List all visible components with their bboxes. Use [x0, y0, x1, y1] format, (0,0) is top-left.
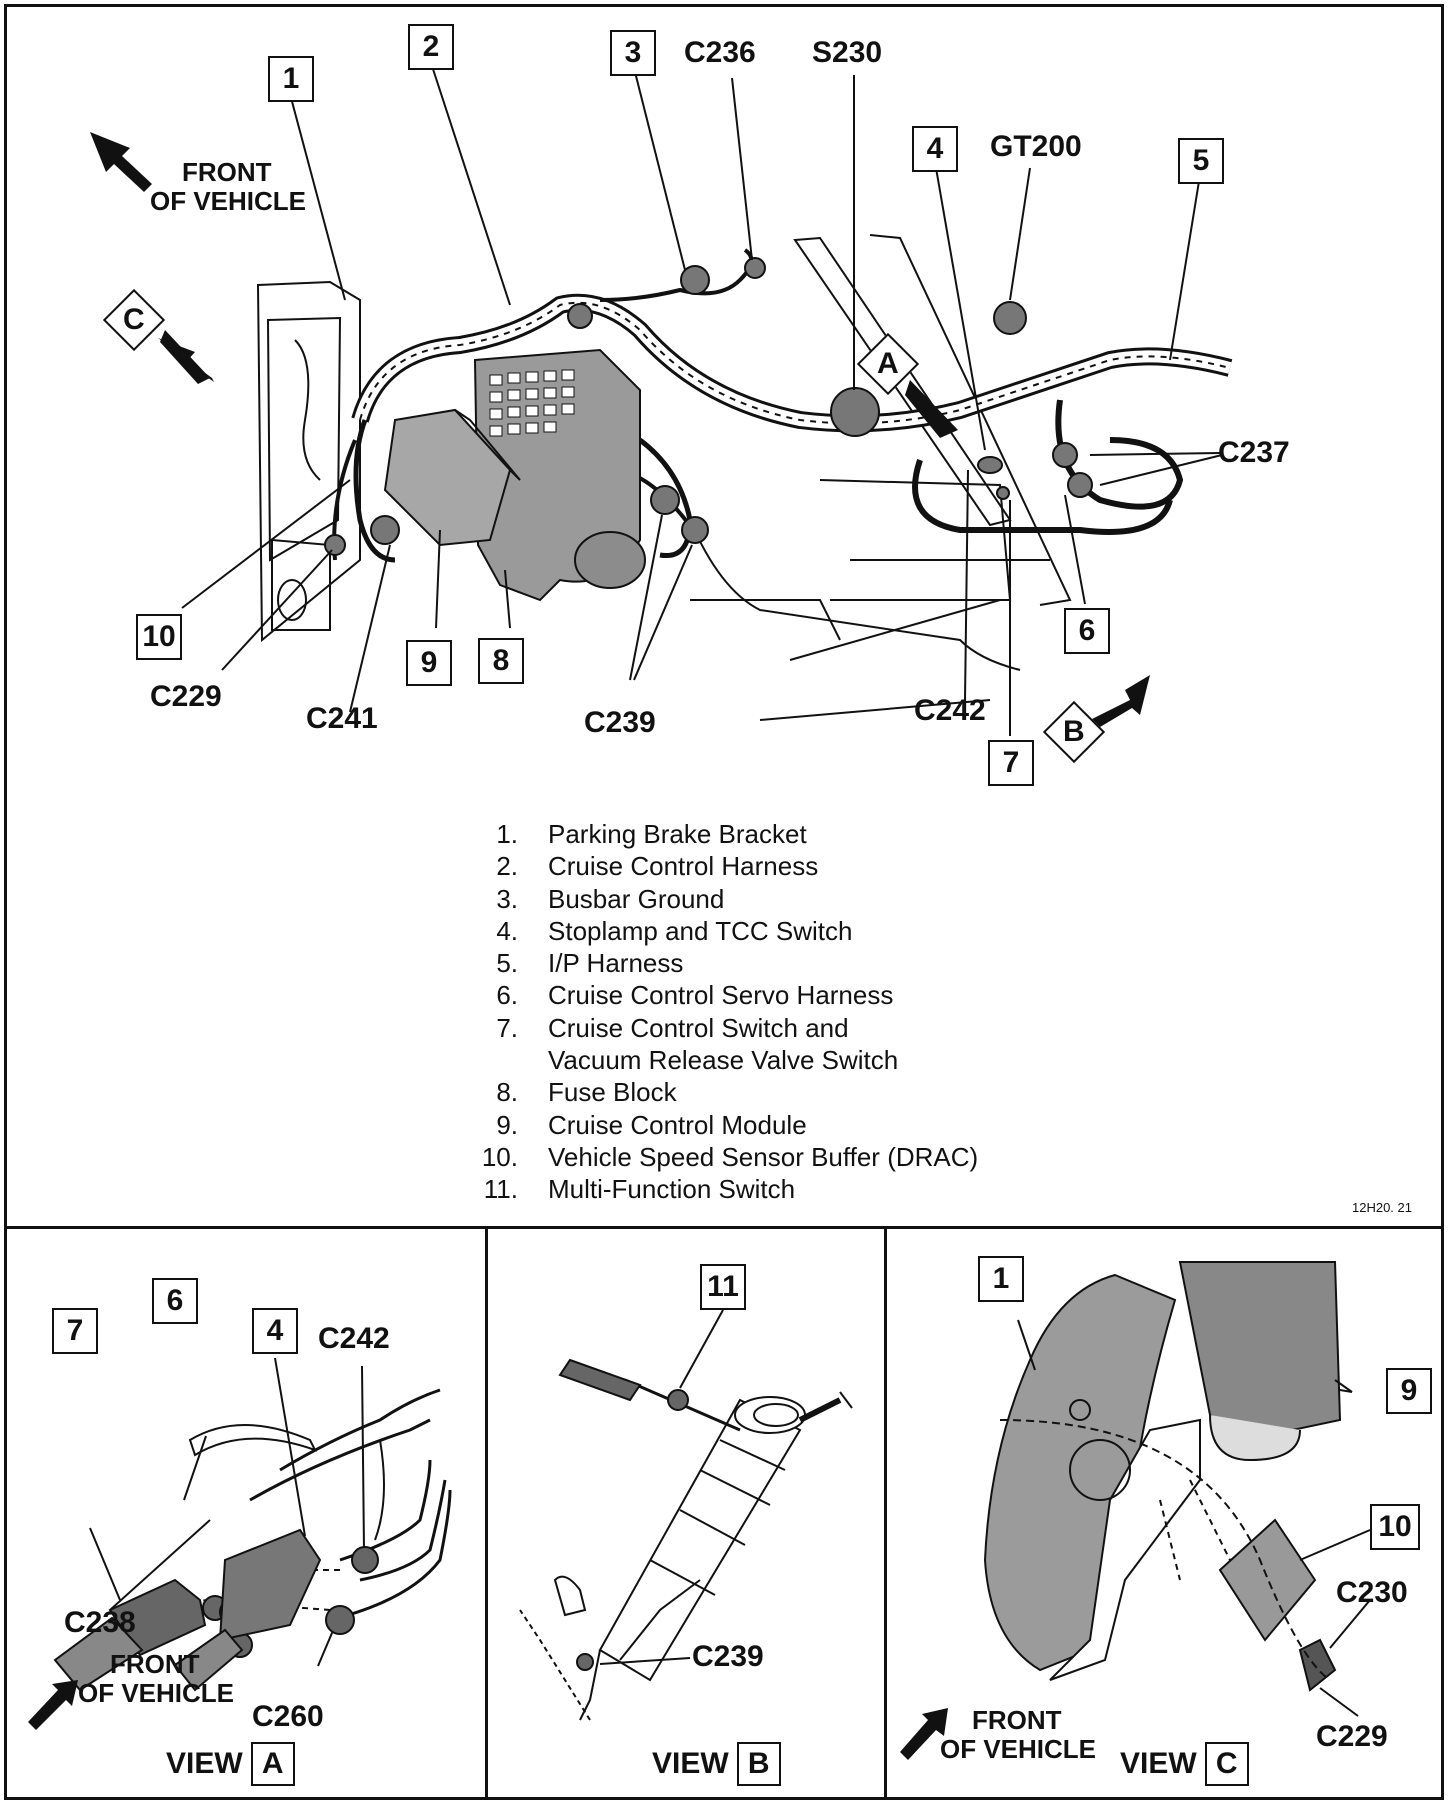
- view-b-c239-label: C239: [692, 1640, 764, 1673]
- connector-gt200-label: GT200: [990, 130, 1082, 163]
- callout-1: 1: [268, 56, 314, 102]
- legend-row: 9.Cruise Control Module: [496, 1109, 807, 1140]
- view-a-c242-label: C242: [318, 1322, 390, 1355]
- legend-row: 7.Cruise Control Switch and: [496, 1012, 849, 1043]
- legend-row: 2.Cruise Control Harness: [496, 851, 819, 882]
- legend-row: Vacuum Release Valve Switch: [548, 1045, 899, 1076]
- callout-3: 3: [610, 30, 656, 76]
- view-c-c229-label: C229: [1316, 1720, 1388, 1753]
- view-a-callout-7: 7: [52, 1308, 98, 1354]
- panel-divider: [4, 1226, 1444, 1229]
- connector-c241-label: C241: [306, 702, 378, 735]
- connector-c239-label: C239: [584, 706, 656, 739]
- legend-row: 1.Parking Brake Bracket: [496, 819, 807, 849]
- view-divider-bc: [884, 1226, 887, 1800]
- figure-frame: [4, 4, 1444, 1800]
- callout-8: 8: [478, 638, 524, 684]
- connector-c236-label: C236: [684, 36, 756, 69]
- callout-10: 10: [136, 614, 182, 660]
- callout-9: 9: [406, 640, 452, 686]
- view-c-callout-10: 10: [1370, 1504, 1420, 1550]
- connector-c242-label: C242: [914, 694, 986, 727]
- connector-c237-label: C237: [1218, 436, 1290, 469]
- front-arrow-icon: [900, 1708, 948, 1760]
- view-a-callout-4: 4: [252, 1308, 298, 1354]
- callout-5: 5: [1178, 138, 1224, 184]
- view-c-callout-9: 9: [1386, 1368, 1432, 1414]
- legend-row: 3.Busbar Ground: [496, 883, 725, 914]
- view-a-front-label: FRONT OF VEHICLE: [78, 1649, 235, 1708]
- figure-code: 12H20. 21: [1352, 1200, 1412, 1215]
- callout-7: 7: [988, 740, 1034, 786]
- view-c-callout-1: 1: [978, 1256, 1024, 1302]
- callout-4: 4: [912, 126, 958, 172]
- legend-row: 5.I/P Harness: [496, 948, 684, 979]
- view-c-c230-label: C230: [1336, 1576, 1408, 1609]
- callout-6: 6: [1064, 608, 1110, 654]
- legend-row: 6.Cruise Control Servo Harness: [496, 980, 894, 1011]
- callout-2: 2: [408, 24, 454, 70]
- view-a-callout-6: 6: [152, 1278, 198, 1324]
- view-b-callout-11: 11: [700, 1264, 746, 1310]
- view-a-c260-label: C260: [252, 1700, 324, 1733]
- legend-row: 8.Fuse Block: [496, 1077, 677, 1108]
- legend-row: 4.Stoplamp and TCC Switch: [496, 915, 853, 946]
- parts-legend: 1.Parking Brake Bracket 2.Cruise Control…: [474, 818, 978, 1206]
- front-of-vehicle-label: FRONT OF VEHICLE: [150, 157, 307, 216]
- legend-row: 11.Multi-Function Switch: [483, 1174, 796, 1205]
- view-divider-ab: [485, 1226, 488, 1800]
- legend-row: 10.Vehicle Speed Sensor Buffer (DRAC): [481, 1141, 979, 1172]
- view-c-front-label: FRONT OF VEHICLE: [940, 1705, 1097, 1764]
- front-arrow-icon: [28, 1680, 78, 1730]
- connector-s230-label: S230: [812, 36, 883, 69]
- connector-c229-label: C229: [150, 680, 222, 713]
- view-a-c238-label: C238: [64, 1606, 136, 1639]
